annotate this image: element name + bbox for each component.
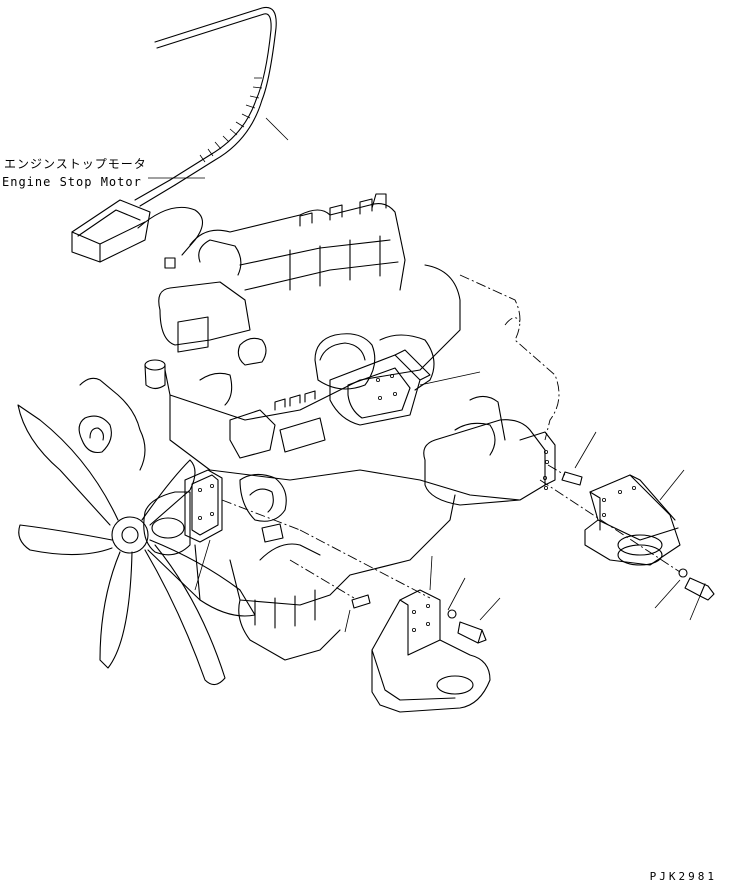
dowel-pin-left bbox=[351, 594, 371, 609]
engine-block bbox=[78, 193, 560, 661]
right-mount-bracket bbox=[584, 474, 681, 566]
engine-stop-motor-label-en: Engine Stop Motor bbox=[2, 175, 142, 189]
left-mount-bracket bbox=[371, 589, 491, 713]
left-mount-washer bbox=[447, 609, 457, 619]
engine-stop-motor-label-jp: エンジンストップモータ bbox=[4, 157, 147, 171]
dowel-pin-right bbox=[561, 471, 583, 486]
assembly-center-lines bbox=[221, 464, 681, 599]
left-mount-bolt bbox=[457, 621, 487, 644]
cable-leader-line bbox=[265, 117, 289, 141]
right-mount-bolt bbox=[678, 568, 715, 601]
front-engine-mount bbox=[143, 469, 223, 601]
cooling-fan bbox=[17, 404, 256, 686]
engine-stop-motor bbox=[71, 6, 277, 269]
leader-lines bbox=[194, 371, 701, 633]
drawing-code: PJK2981 bbox=[649, 870, 717, 883]
